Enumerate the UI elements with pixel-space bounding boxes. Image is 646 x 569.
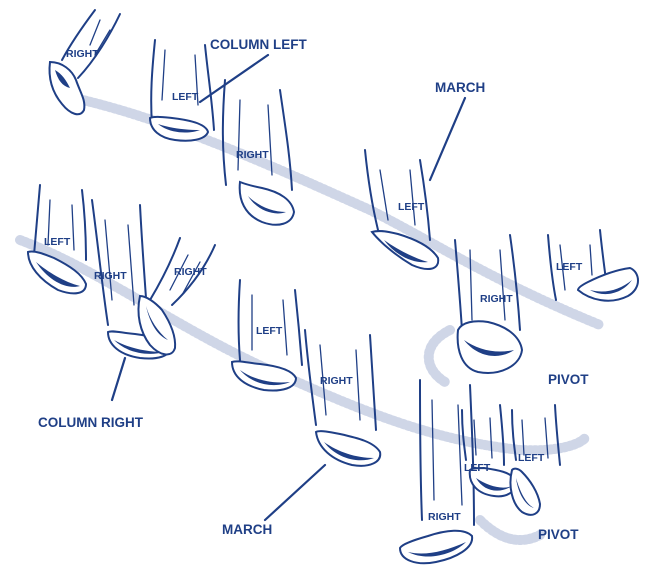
shoe-right-6 xyxy=(458,321,522,373)
shoe-right-1 xyxy=(50,62,85,114)
foot-label-left-13: LEFT xyxy=(464,462,491,474)
shoe-left-10 xyxy=(232,361,296,390)
leader-column-left xyxy=(200,55,268,102)
foot-label-right-6: RIGHT xyxy=(480,293,513,305)
pivot-swirl-top xyxy=(429,330,450,382)
callout-march-top: MARCH xyxy=(435,80,485,95)
shoe-right-11 xyxy=(316,431,380,466)
foot-label-right-12: RIGHT xyxy=(428,511,461,523)
foot-label-right-1: RIGHT xyxy=(66,48,99,60)
callout-pivot-top: PIVOT xyxy=(548,372,589,387)
pivot-swirl-bottom xyxy=(480,520,540,540)
callout-pivot-bottom: PIVOT xyxy=(538,527,579,542)
foot-label-left-14: LEFT xyxy=(518,452,545,464)
shoe-left-14 xyxy=(510,469,540,515)
leg-right-12 xyxy=(400,380,474,563)
foot-label-right-7: RIGHT xyxy=(94,270,127,282)
callout-column-right: COLUMN RIGHT xyxy=(38,415,144,430)
foot-label-left-10: LEFT xyxy=(256,325,283,337)
shoe-right-12 xyxy=(400,531,472,564)
foot-label-left-2: LEFT xyxy=(172,91,199,103)
leader-march-top xyxy=(430,98,465,180)
foot-label-right-11: RIGHT xyxy=(320,375,353,387)
callout-column-left: COLUMN LEFT xyxy=(210,37,307,52)
callout-march-bottom: MARCH xyxy=(222,522,272,537)
foot-label-right-3: RIGHT xyxy=(236,149,269,161)
foot-label-left-4: LEFT xyxy=(398,201,425,213)
shoe-right-3 xyxy=(240,182,294,225)
shoe-left-5 xyxy=(578,268,638,301)
leader-column-right xyxy=(112,358,125,400)
leader-march-bottom xyxy=(265,465,325,520)
foot-label-right-9: RIGHT xyxy=(174,266,207,278)
foot-label-left-5: LEFT xyxy=(556,261,583,273)
foot-label-left-8: LEFT xyxy=(44,236,71,248)
